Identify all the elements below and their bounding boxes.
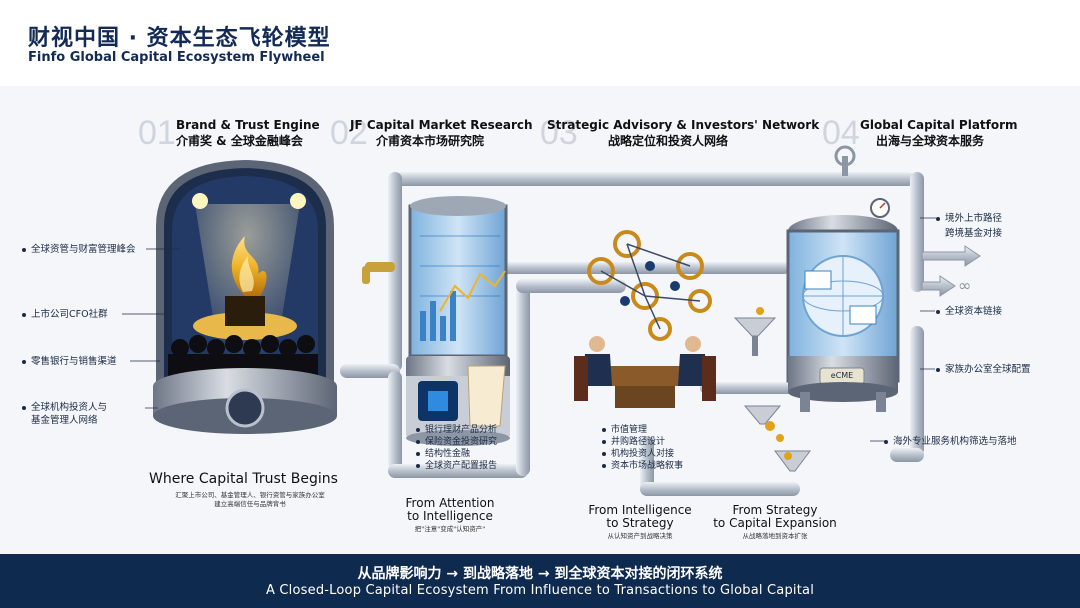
flywheel-diagram: ∞ 01 Brand & Trust Engine 介甫奖 & 全球金融峰会 0… (0, 86, 1080, 554)
leader-lines (122, 217, 936, 442)
stage-4-subtitle: 出海与全球资本服务 (876, 134, 985, 148)
page-subtitle: Finfo Global Capital Ecosystem Flywheel (28, 50, 325, 65)
label-wealth-summit: 全球资管与财富管理峰会 (22, 243, 136, 256)
caption-trust-begins: Where Capital Trust Begins (149, 471, 338, 487)
list-item: 并购路径设计 (602, 436, 683, 448)
stage-4-title: Global Capital Platform (860, 118, 1018, 132)
advisory-service-list: 市值管理 并购路径设计 机构投资人对接 资本市场战略叙事 (602, 424, 683, 472)
label-family-office: 家族办公室全球配置 (936, 363, 1031, 376)
funnels (733, 307, 811, 472)
stage-1-subtitle: 介甫奖 & 全球金融峰会 (176, 134, 303, 148)
svg-text:∞: ∞ (958, 276, 971, 295)
caption-strategy-line-2: to Capital Expansion (713, 516, 837, 530)
list-item: 保险资金投资研究 (416, 436, 497, 448)
stage-4-number: 04 (822, 114, 860, 152)
list-item: 结构性金融 (416, 448, 497, 460)
research-topic-list: 银行理财产品分析 保险资金投资研究 结构性金融 全球资产配置报告 (416, 424, 497, 472)
caption-attention-note: 把"注意"变成"认知资产" (414, 525, 486, 533)
caption-trust-note-2: 建立高端信任与品牌背书 (214, 500, 286, 508)
stage-2-subtitle: 介甫资本市场研究院 (376, 134, 485, 148)
list-item: 全球资产配置报告 (416, 460, 497, 472)
list-item: 机构投资人对接 (602, 448, 683, 460)
stage-1-title: Brand & Trust Engine (176, 118, 320, 132)
stage-3-number: 03 (540, 114, 578, 152)
label-retail-banking: 零售银行与销售渠道 (22, 355, 117, 368)
label-crossborder-fund: 跨境基金对接 (945, 228, 1003, 239)
label-global-capital-link: 全球资本链接 (936, 305, 1002, 318)
research-tank (406, 196, 510, 446)
global-capital-tank: ∞ (786, 215, 981, 412)
tank-badge: eCME (830, 371, 854, 380)
label-institutional-investors: 全球机构投资人与 (22, 401, 107, 414)
label-overseas-listing: 境外上市路径 (936, 212, 1002, 225)
label-overseas-services: 海外专业服务机构筛选与落地 (884, 435, 1017, 448)
list-item: 银行理财产品分析 (416, 424, 497, 436)
footer-bar: 从品牌影响力 → 到战略落地 → 到全球资本对接的闭环系统 A Closed-L… (0, 554, 1080, 608)
caption-trust-note-1: 汇聚上市公司、基金管理人、银行资管与家族办公室 (175, 491, 325, 499)
stage-3-subtitle: 战略定位和投资人网络 (608, 134, 729, 148)
stage-2-number: 02 (330, 114, 368, 152)
trust-engine-dome (153, 159, 337, 434)
caption-intelligence-line-2: to Strategy (606, 516, 674, 530)
caption-attention-line-2: to Intelligence (407, 509, 493, 523)
caption-intelligence-note: 从认知资产到战略决策 (607, 532, 673, 540)
header-bar: 财视中国 · 资本生态飞轮模型 Finfo Global Capital Eco… (0, 0, 1080, 86)
label-cfo-community: 上市公司CFO社群 (22, 308, 108, 321)
stage-2-title: JF Capital Market Research (350, 118, 533, 132)
diagram-illustration: ∞ (122, 145, 981, 496)
page-title: 财视中国 · 资本生态飞轮模型 (28, 26, 331, 51)
list-item: 市值管理 (602, 424, 683, 436)
footer-title-cn: 从品牌影响力 → 到战略落地 → 到全球资本对接的闭环系统 (357, 566, 723, 582)
meeting-scene (574, 336, 716, 408)
caption-strategy-line-1: From Strategy (732, 503, 818, 517)
advisory-gears (587, 230, 712, 341)
stage-1-number: 01 (138, 114, 176, 152)
footer-title-en: A Closed-Loop Capital Ecosystem From Inf… (265, 583, 815, 598)
caption-intelligence-line-1: From Intelligence (588, 503, 692, 517)
caption-strategy-note: 从战略落地到资本扩张 (742, 532, 808, 540)
caption-attention-line-1: From Attention (405, 496, 495, 510)
list-item: 资本市场战略叙事 (602, 460, 683, 472)
label-fund-manager-network: 基金管理人网络 (31, 415, 98, 426)
stage-3-title: Strategic Advisory & Investors' Network (547, 118, 820, 132)
